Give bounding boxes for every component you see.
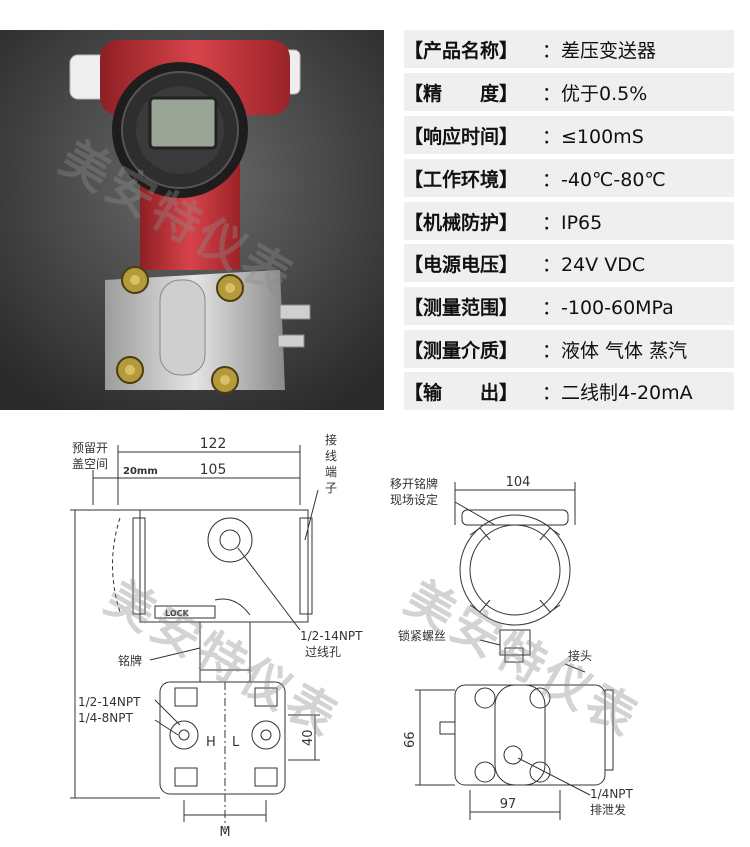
npt-4-label: 1/4NPT — [590, 787, 634, 801]
terminal-label-3: 端 — [325, 465, 337, 479]
spec-value: ：优于0.5% — [542, 82, 648, 105]
spec-row: 【机械防护】 ：IP65 — [404, 202, 734, 240]
dim-122: 122 — [200, 436, 227, 452]
dim-97: 97 — [500, 797, 517, 812]
dimension-drawings: 122 105 20mm 预留开 盖空间 接 线 端 子 LOCK 1/2-14… — [0, 430, 750, 843]
spec-key: 【测量介质】 — [404, 339, 519, 362]
spec-key: 【输 出】 — [404, 381, 519, 404]
spec-value: ：差压变送器 — [542, 39, 657, 62]
product-photo — [0, 30, 384, 410]
wire-hole-label: 过线孔 — [305, 645, 341, 659]
dim-40: 40 — [301, 729, 316, 746]
spec-value: ：24V VDC — [542, 253, 646, 276]
spec-row: 【输 出】 ：二线制4-20mA — [404, 372, 734, 410]
terminal-label-2: 线 — [325, 449, 337, 463]
spec-value: ：IP65 — [542, 211, 603, 234]
nameplate-label: 铭牌 — [118, 653, 142, 668]
connector-label: 接头 — [568, 648, 592, 663]
spec-key: 【产品名称】 — [404, 39, 519, 62]
spec-value: ：二线制4-20mA — [542, 381, 693, 404]
dim-105: 105 — [200, 462, 227, 478]
spec-key: 【响应时间】 — [404, 125, 519, 148]
dim-20mm: 20mm — [123, 466, 158, 477]
spec-row: 【响应时间】 ：≤100mS — [404, 116, 734, 154]
dim-66: 66 — [403, 731, 418, 748]
field-setting-label: 现场设定 — [390, 492, 438, 507]
reserve-label-line2: 盖空间 — [72, 457, 108, 471]
transmitter-illustration — [0, 30, 384, 410]
spec-value: ：液体 气体 蒸汽 — [542, 339, 688, 362]
npt-14-left: 1/2-14NPT — [78, 695, 141, 709]
spec-key: 【电源电压】 — [404, 253, 519, 276]
spec-key: 【测量范围】 — [404, 296, 519, 319]
spec-value: ：≤100mS — [542, 125, 644, 148]
drawing-canvas: 122 105 20mm 预留开 盖空间 接 线 端 子 LOCK 1/2-14… — [70, 432, 634, 840]
terminal-label-4: 子 — [325, 481, 337, 495]
spec-row: 【工作环境】 ：-40℃-80℃ — [404, 159, 734, 197]
spec-value: ：-100-60MPa — [542, 296, 674, 319]
lock-screw-label: 锁紧螺丝 — [398, 628, 446, 643]
drain-label: 排泄发 — [590, 802, 626, 817]
dim-104: 104 — [506, 475, 531, 490]
spec-key: 【机械防护】 — [404, 211, 519, 234]
spec-row: 【测量范围】 ：-100-60MPa — [404, 287, 734, 325]
dim-m: M — [219, 825, 230, 840]
spec-row: 【测量介质】 ：液体 气体 蒸汽 — [404, 330, 734, 368]
spec-row: 【产品名称】 ：差压变送器 — [404, 30, 734, 68]
npt-14-top: 1/2-14NPT — [300, 629, 363, 643]
spec-key: 【精 度】 — [404, 82, 519, 105]
spec-row: 【电源电压】 ：24V VDC — [404, 244, 734, 282]
spec-value: ：-40℃-80℃ — [542, 168, 666, 191]
spec-row: 【精 度】 ：优于0.5% — [404, 73, 734, 111]
lock-text: LOCK — [165, 609, 189, 618]
terminal-label-1: 接 — [325, 432, 337, 447]
move-nameplate-label: 移开铭牌 — [390, 476, 438, 491]
npt-8-left: 1/4-8NPT — [78, 711, 133, 725]
reserve-label-line1: 预留开 — [72, 441, 108, 455]
spec-key: 【工作环境】 — [404, 168, 519, 191]
h-label: H — [206, 735, 216, 750]
l-label: L — [232, 735, 240, 750]
